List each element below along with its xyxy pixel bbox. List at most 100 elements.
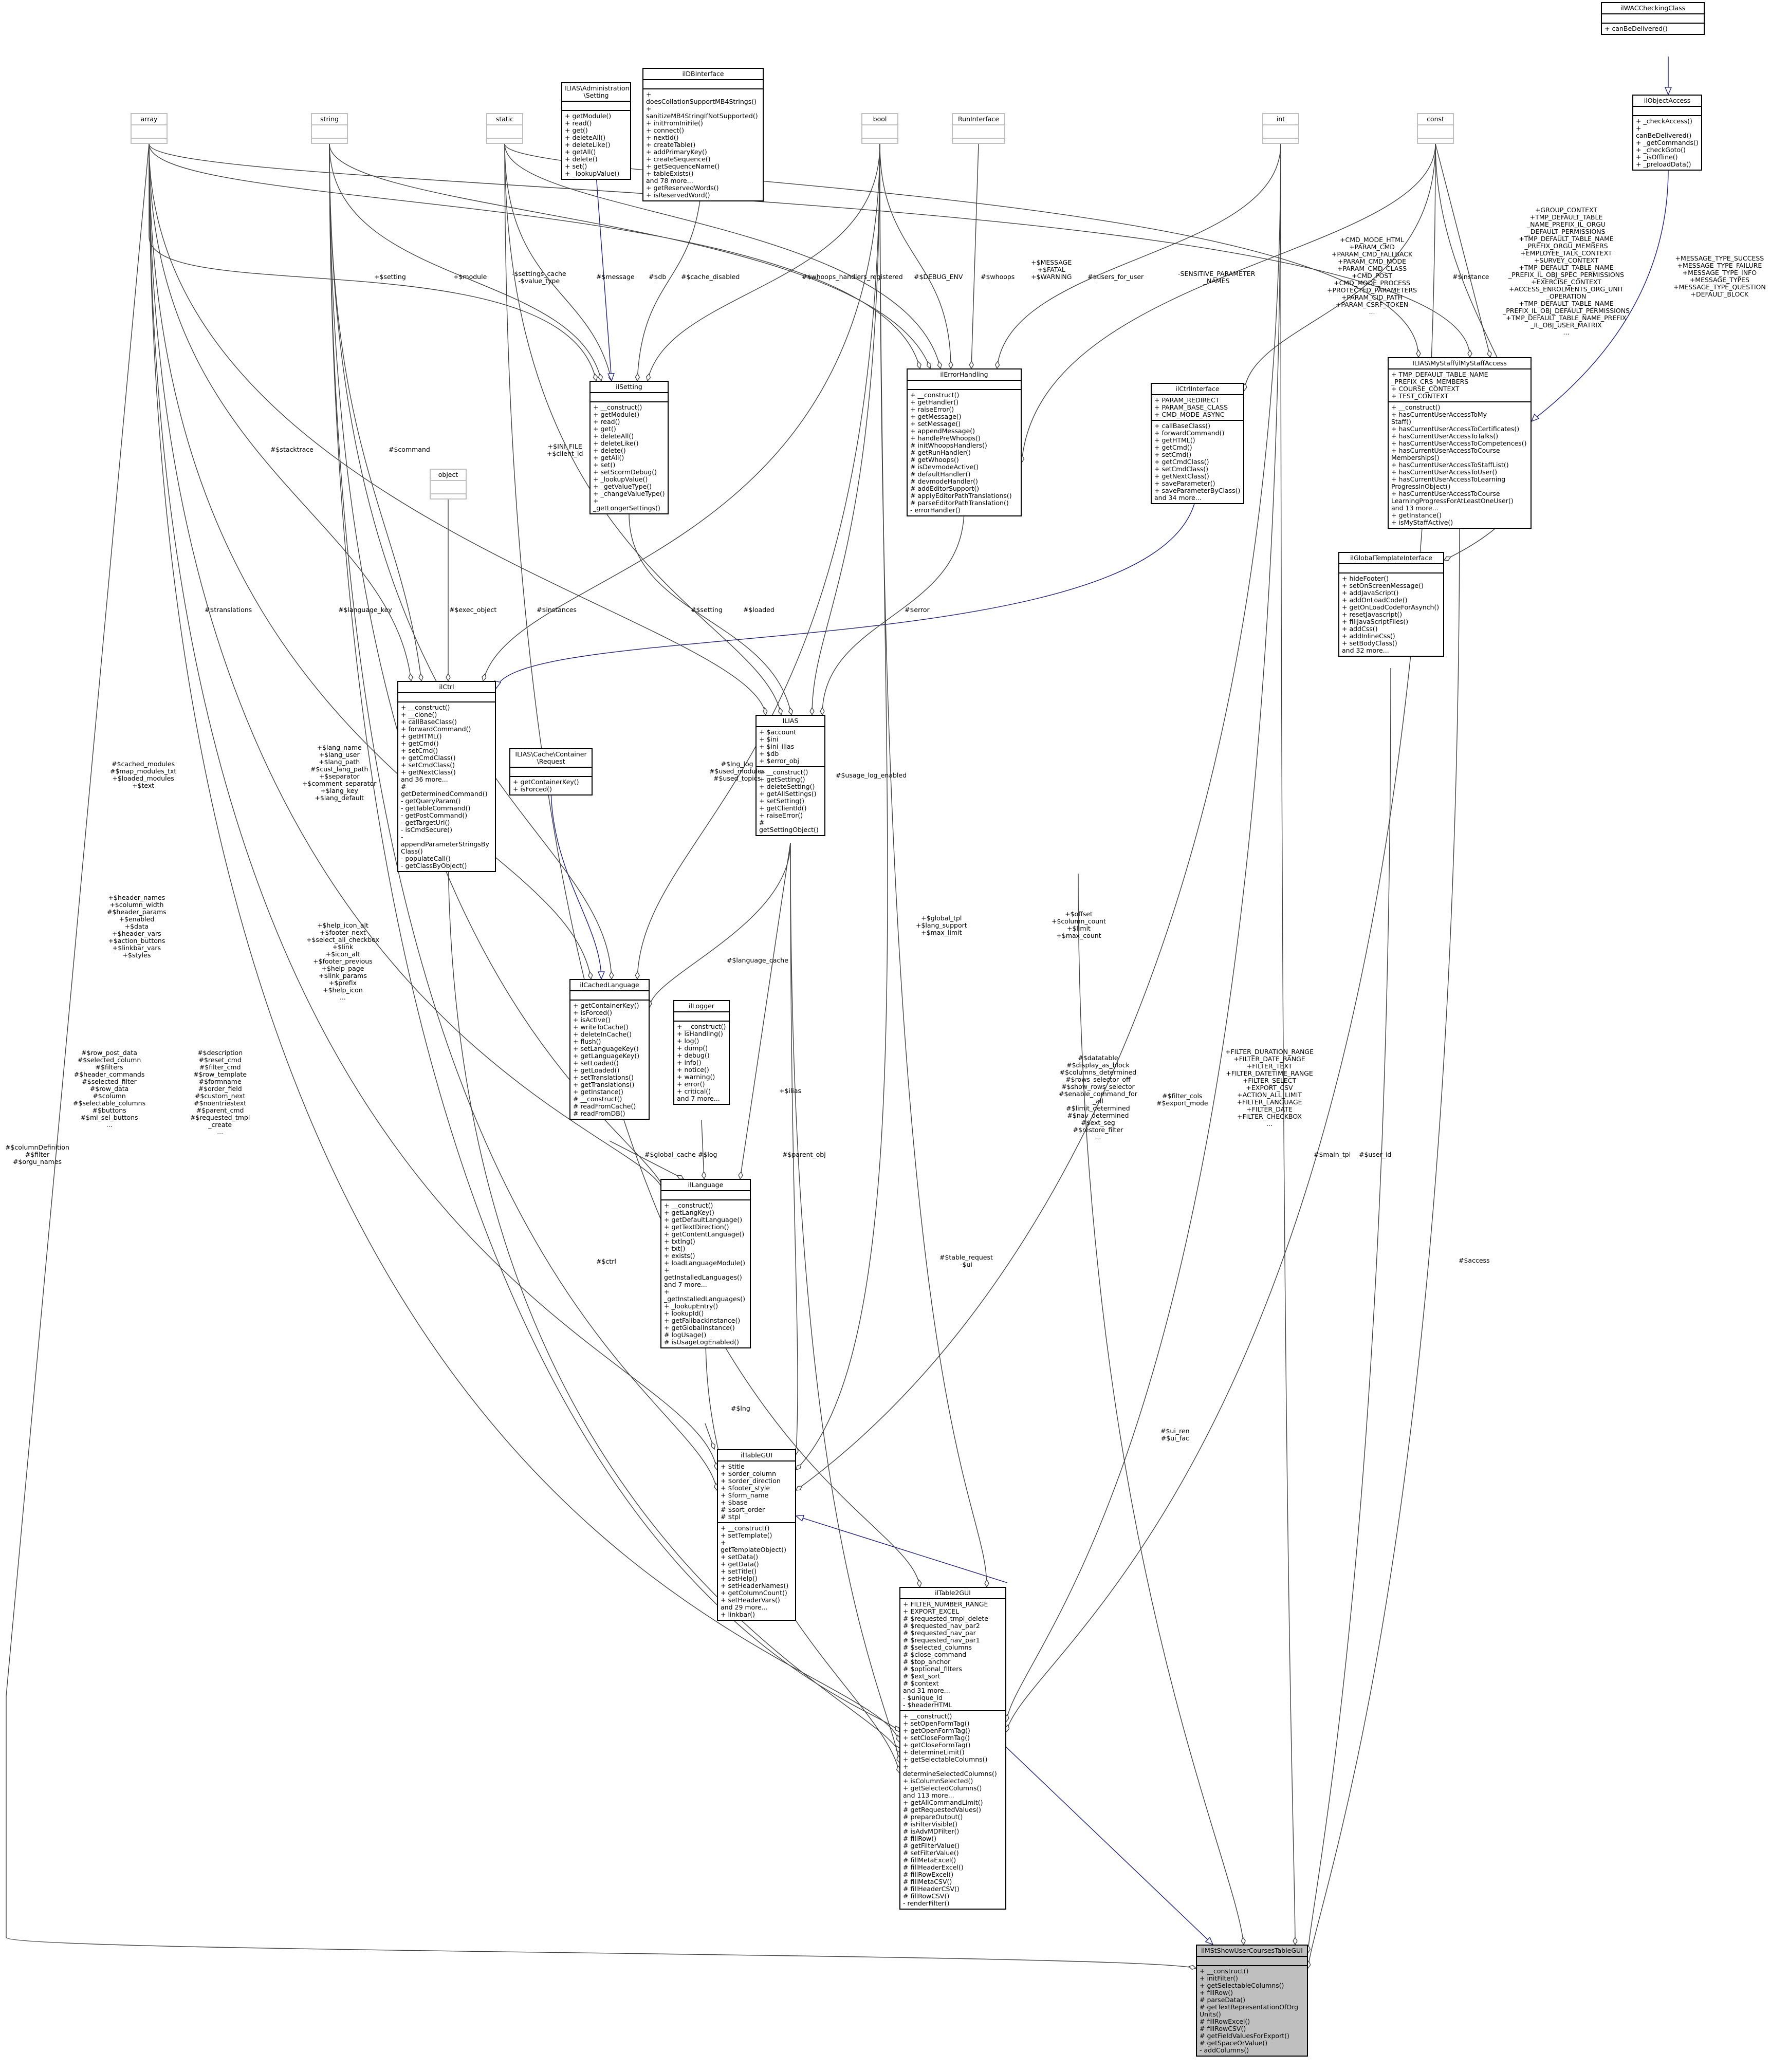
- edge-label: +GROUP_CONTEXT +TMP_DEFAULT_TABLE _NAME_…: [1503, 206, 1630, 336]
- class-node-ilmstshowusercoursestablegui[interactable]: ilMStShowUserCoursesTableGUI + __constru…: [1196, 1945, 1308, 2057]
- class-attributes: + PARAM_REDIRECT + PARAM_BASE_CLASS + CM…: [1152, 394, 1243, 420]
- class-methods: + __construct() + isHandling() + log() +…: [674, 1021, 729, 1104]
- class-attributes: [487, 124, 522, 138]
- edge-label: #$user_id: [1359, 1151, 1392, 1158]
- class-node-string[interactable]: string: [311, 113, 348, 144]
- class-node-ilias-administration-setting[interactable]: ILIAS\Administration \Setting + getModul…: [561, 82, 631, 180]
- usage-edge: [504, 143, 781, 715]
- class-methods: [953, 138, 1004, 151]
- class-name: ILIAS\Administration \Setting: [564, 84, 630, 99]
- usage-edge: [149, 143, 717, 1470]
- class-name: ilLogger: [688, 1002, 715, 1010]
- class-name: ilCtrlInterface: [1175, 385, 1220, 393]
- usage-edge: [329, 143, 899, 1732]
- class-node-ilias[interactable]: ILIAS + $account + $ini + $ini_ilias + $…: [755, 715, 825, 836]
- usage-edge: [1078, 873, 1244, 1945]
- class-node-runinterface[interactable]: RunInterface: [952, 113, 1005, 144]
- class-node-ilias-cache-container-request[interactable]: ILIAS\Cache\Container \Request + getCont…: [509, 748, 593, 795]
- edge-label: #$global_cache: [644, 1151, 696, 1158]
- usage-edge: [701, 1120, 704, 1179]
- class-name: ilTable2GUI: [935, 1589, 971, 1597]
- class-node-ilerrorhandling[interactable]: ilErrorHandling + __construct() + getHan…: [907, 368, 1022, 516]
- edge-label: -SENSITIVE_PARAMETER _NAMES: [1178, 270, 1256, 285]
- usage-edge: [504, 143, 612, 381]
- class-methods: + __construct() + getSetting() + deleteS…: [757, 766, 824, 835]
- class-name: ilGlobalTemplateInterface: [1350, 554, 1432, 562]
- class-node-object[interactable]: object: [430, 469, 467, 499]
- class-node-ilsetting[interactable]: ilSetting + __construct() + getModule() …: [589, 381, 669, 514]
- class-name: ilObjectAccess: [1644, 97, 1691, 104]
- class-name: ilMStShowUserCoursesTableGUI: [1201, 1947, 1303, 1954]
- usage-edge: [740, 842, 791, 1179]
- inheritance-edge: [550, 786, 601, 979]
- class-attributes: [1197, 1956, 1307, 1965]
- class-node-iltablegui[interactable]: ilTableGUI + $title + $order_column + $o…: [717, 1449, 796, 1621]
- class-methods: + __construct() + setTemplate() + getTem…: [718, 1522, 795, 1620]
- class-node-ildbinterface[interactable]: ilDBInterface + doesCollationSupportMB4S…: [642, 68, 764, 201]
- edge-label: #$access: [1459, 1256, 1490, 1264]
- class-node-bool[interactable]: bool: [861, 113, 898, 144]
- usage-edge: [149, 143, 920, 368]
- class-node-ilobjectaccess[interactable]: ilObjectAccess + _checkAccess() + canBeD…: [1632, 95, 1702, 171]
- class-attributes: [643, 79, 763, 88]
- class-attributes: [661, 1190, 750, 1199]
- class-node-ilcachedlanguage[interactable]: ilCachedLanguage + getContainerKey() + i…: [569, 979, 650, 1120]
- edge-label: +$help_icon_alt +$footer_next +$select_a…: [306, 921, 379, 1001]
- class-name: ilCachedLanguage: [580, 981, 639, 989]
- edge-label: +$lang_name +$lang_user +$lang_path #$cu…: [302, 744, 377, 802]
- class-attributes: [862, 124, 897, 138]
- class-node-ilwacchecking[interactable]: ilWACCheckingClass + canBeDelivered(): [1601, 2, 1705, 35]
- class-methods: + getContainerKey() + isForced() + isAct…: [570, 1000, 649, 1119]
- class-node-ilglobaltemplateinterface[interactable]: ilGlobalTemplateInterface + hideFooter()…: [1338, 552, 1444, 657]
- class-attributes: + FILTER_NUMBER_RANGE + EXPORT_EXCEL # $…: [900, 1598, 1005, 1710]
- class-node-array[interactable]: array: [131, 113, 168, 144]
- usage-edge: [705, 1336, 899, 1773]
- class-node-ilctrlinterface[interactable]: ilCtrlInterface + PARAM_REDIRECT + PARAM…: [1151, 383, 1244, 504]
- edge-label: #$error: [905, 606, 930, 614]
- class-node-iltable2gui[interactable]: ilTable2GUI + FILTER_NUMBER_RANGE + EXPO…: [899, 1587, 1006, 1910]
- class-node-illanguage[interactable]: ilLanguage + __construct() + getLangKey(…: [660, 1179, 751, 1348]
- class-node-ilmystaffaccess[interactable]: ILIAS\MyStaff\ilMyStaffAccess + TMP_DEFA…: [1388, 357, 1532, 529]
- usage-edge: [812, 143, 880, 715]
- class-methods: + __construct() + getModule() + read() +…: [591, 401, 668, 513]
- edge-label: +MESSAGE_TYPE_SUCCESS +MESSAGE_TYPE_FAIL…: [1673, 254, 1766, 298]
- edge-label: #$ctrl: [596, 1257, 616, 1265]
- edge-label: +$INI_FILE +$client_id: [547, 442, 583, 457]
- edge-label: #$usage_log_enabled: [836, 771, 907, 779]
- usage-edge: [149, 143, 766, 715]
- class-methods: + hideFooter() + setOnScreenMessage() + …: [1339, 572, 1443, 656]
- class-attributes: + TMP_DEFAULT_TABLE_NAME _PREFIX_CRS_MEM…: [1389, 368, 1531, 401]
- edge-label: #$loaded: [743, 606, 775, 614]
- class-name: ILIAS: [782, 717, 799, 725]
- class-name: ILIAS\MyStaff\ilMyStaffAccess: [1412, 359, 1507, 367]
- class-attributes: + $title + $order_column + $order_direct…: [718, 1460, 795, 1522]
- class-name: const: [1427, 115, 1444, 123]
- usage-edge: [1006, 143, 1281, 1722]
- edge-label: +$offset +$column_count +$limit +$max_co…: [1052, 910, 1106, 939]
- class-node-ilctrl[interactable]: ilCtrl + __construct() + __clone() + cal…: [397, 681, 496, 872]
- edge-label: #$lng: [731, 1404, 750, 1412]
- usage-edge: [879, 143, 951, 368]
- class-name: ilTableGUI: [741, 1451, 772, 1459]
- class-attributes: [591, 392, 668, 401]
- class-name: ilDBInterface: [682, 70, 724, 78]
- class-node-illogger[interactable]: ilLogger + __construct() + isHandling() …: [673, 1000, 730, 1105]
- usage-edge: [448, 842, 899, 1752]
- usage-edge: [629, 513, 791, 715]
- usage-edge: [149, 143, 899, 1742]
- class-methods: [862, 138, 897, 151]
- edge-label: +$global_tpl +$lang_support +$max_limit: [916, 914, 967, 936]
- edge-label: #$ui_ren #$ui_fac: [1160, 1427, 1190, 1442]
- class-node-static[interactable]: static: [486, 113, 523, 144]
- edge-label: +$MESSAGE +$FATAL +$WARNING: [1031, 258, 1072, 281]
- usage-edge: [971, 143, 979, 368]
- usage-edge: [1022, 143, 1436, 462]
- edge-label: +$header_names +$column_width #$header_p…: [107, 894, 167, 959]
- class-attributes: [674, 1011, 729, 1021]
- class-methods: + __construct() + hasCurrentUserAccessTo…: [1389, 401, 1531, 528]
- class-name: bool: [873, 115, 887, 123]
- class-name: int: [1276, 115, 1285, 123]
- class-node-const[interactable]: const: [1417, 113, 1454, 144]
- class-node-int[interactable]: int: [1262, 113, 1299, 144]
